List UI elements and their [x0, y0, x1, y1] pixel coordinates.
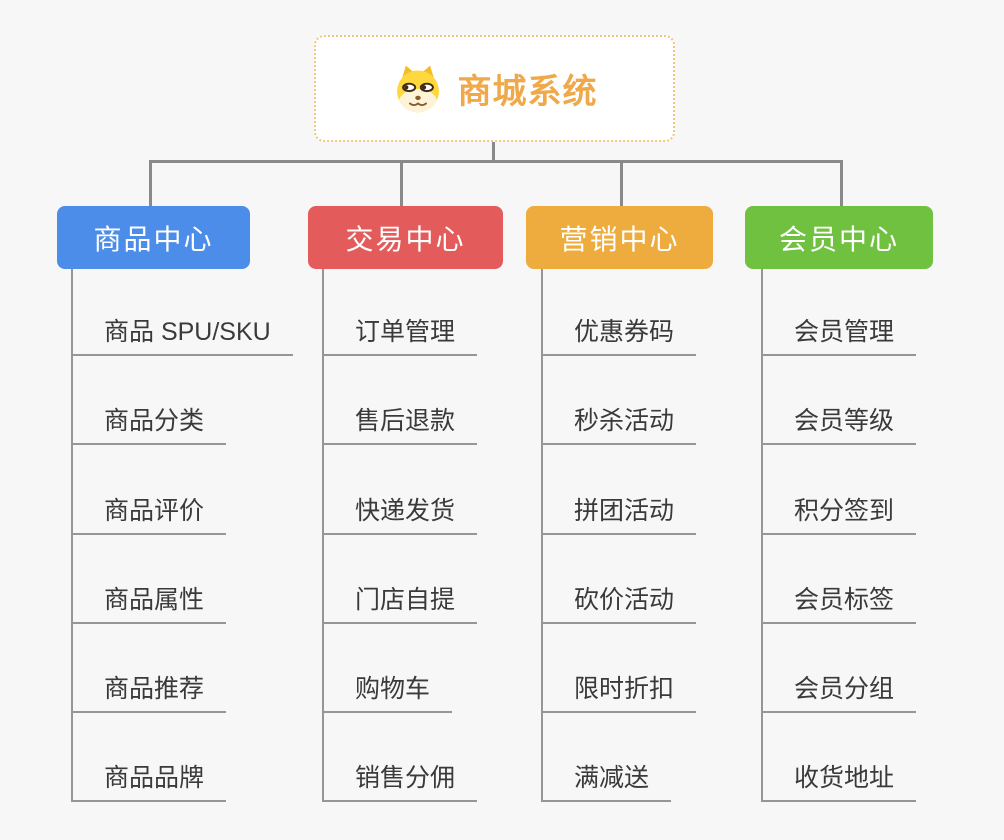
branch-drop-connector — [620, 160, 623, 206]
child-spine-connector — [71, 269, 73, 802]
root-title: 商城系统 — [457, 73, 598, 111]
leaf-node[interactable]: 门店自提 — [322, 583, 478, 624]
branch-rail-connector — [149, 160, 843, 163]
leaf-node[interactable]: 会员等级 — [761, 404, 917, 445]
leaf-node[interactable]: 售后退款 — [322, 404, 478, 445]
leaf-node[interactable]: 商品分类 — [71, 404, 227, 445]
leaf-node[interactable]: 销售分佣 — [322, 761, 478, 802]
branch-drop-connector — [149, 160, 152, 206]
leaf-node[interactable]: 商品属性 — [71, 583, 227, 624]
leaf-node[interactable]: 积分签到 — [761, 494, 917, 535]
branch-node-4[interactable]: 会员中心 — [745, 206, 933, 269]
leaf-node[interactable]: 商品推荐 — [71, 672, 227, 713]
child-spine-connector — [322, 269, 324, 802]
branch-node-3[interactable]: 营销中心 — [526, 206, 713, 269]
leaf-node[interactable]: 商品评价 — [71, 494, 227, 535]
leaf-node[interactable]: 满减送 — [541, 761, 672, 802]
leaf-node[interactable]: 会员分组 — [761, 672, 917, 713]
leaf-node[interactable]: 快递发货 — [322, 494, 478, 535]
leaf-node[interactable]: 限时折扣 — [541, 672, 697, 713]
leaf-node[interactable]: 砍价活动 — [541, 583, 697, 624]
leaf-node[interactable]: 拼团活动 — [541, 494, 697, 535]
leaf-node[interactable]: 商品 SPU/SKU — [71, 315, 293, 356]
leaf-node[interactable]: 会员管理 — [761, 315, 917, 356]
leaf-node[interactable]: 收货地址 — [761, 761, 917, 802]
leaf-node[interactable]: 会员标签 — [761, 583, 917, 624]
root-node[interactable]: 商城系统 — [314, 35, 675, 142]
leaf-node[interactable]: 优惠券码 — [541, 315, 697, 356]
leaf-node[interactable]: 订单管理 — [322, 315, 478, 356]
branch-drop-connector — [840, 160, 843, 206]
dog-face-icon — [396, 65, 439, 112]
branch-node-1[interactable]: 商品中心 — [57, 206, 250, 269]
child-spine-connector — [761, 269, 763, 802]
root-stem-connector — [492, 142, 495, 160]
leaf-node[interactable]: 商品品牌 — [71, 761, 227, 802]
child-spine-connector — [541, 269, 543, 802]
branch-drop-connector — [400, 160, 403, 206]
leaf-node[interactable]: 秒杀活动 — [541, 404, 697, 445]
leaf-node[interactable]: 购物车 — [322, 672, 453, 713]
branch-node-2[interactable]: 交易中心 — [308, 206, 503, 269]
